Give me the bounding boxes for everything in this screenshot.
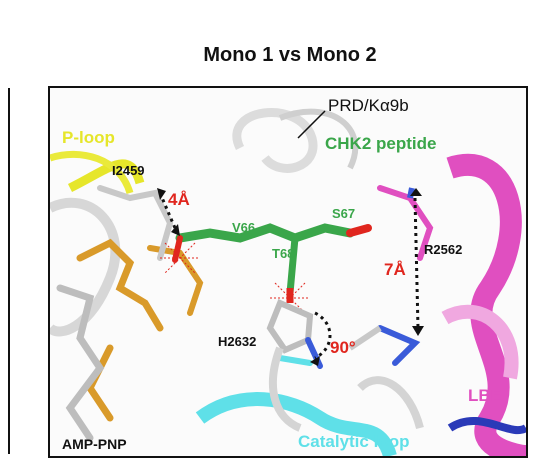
arrowhead-7a-bottom xyxy=(412,326,424,336)
r2562-alt xyxy=(377,325,421,366)
arrowhead-90 xyxy=(310,356,320,366)
distance-4a-label: 4Å xyxy=(168,190,190,209)
h2632-alt-ring xyxy=(277,355,313,366)
h2632-label: H2632 xyxy=(218,334,257,349)
s67-label: S67 xyxy=(332,206,356,221)
r2562-nitrogen xyxy=(407,187,415,199)
distance-lines xyxy=(158,192,420,360)
lbe-ribbon-2 xyxy=(441,304,519,380)
catalytic-loop-label: Catalytic loop xyxy=(298,432,410,451)
t68-label: T68 xyxy=(272,246,295,261)
ploop-label: P-loop xyxy=(62,128,115,147)
s67-oxygen xyxy=(346,224,372,237)
i2459-side-chain xyxy=(97,185,174,261)
amp-pnp-grey xyxy=(56,284,105,442)
grey-stick xyxy=(348,325,382,351)
figure-title: Mono 1 vs Mono 2 xyxy=(203,44,377,66)
t68-sidechain xyxy=(286,234,299,297)
arrowhead-7a-top xyxy=(410,188,422,196)
v66-label: V66 xyxy=(232,220,256,235)
lbe-ribbon xyxy=(446,154,526,456)
grey-coil xyxy=(278,108,359,170)
structure-render xyxy=(50,108,526,456)
lbe-label: LBE xyxy=(468,386,502,405)
grey-ribbon-left xyxy=(50,197,121,337)
structure-panel: PRD/Kα9b CHK2 peptide P-loop I2459 4Å V6… xyxy=(48,86,528,458)
distance-7a-label: 7Å xyxy=(384,260,406,279)
amp-pnp-label: AMP-PNP xyxy=(62,436,127,452)
chk2-peptide-label: CHK2 peptide xyxy=(325,134,437,153)
prd-leader xyxy=(297,110,326,139)
ploop-ribbon-2 xyxy=(50,150,134,195)
chk2-peptide xyxy=(175,223,355,243)
catalytic-loop-ribbon xyxy=(195,392,397,456)
adjacent-panel-edge xyxy=(0,88,10,454)
arrowhead-4a-top xyxy=(157,188,166,200)
ploop-ribbon xyxy=(67,159,145,193)
h2632-ring xyxy=(266,299,314,354)
prd-label: PRD/Kα9b xyxy=(328,96,409,115)
grey-loop xyxy=(269,346,302,432)
t68-oxygen xyxy=(172,235,183,263)
grey-loop-2 xyxy=(357,376,424,430)
amp-pnp-sticks xyxy=(76,238,164,422)
r2562-label: R2562 xyxy=(424,242,463,257)
r2562-sidechain xyxy=(377,185,434,261)
arrowhead-4a-bottom xyxy=(171,224,180,236)
blue-strand xyxy=(447,417,526,434)
angle-90-label: 90° xyxy=(330,338,356,357)
i2459-label: I2459 xyxy=(112,163,145,178)
prd-helix xyxy=(232,108,318,173)
burst-marks xyxy=(160,242,310,314)
